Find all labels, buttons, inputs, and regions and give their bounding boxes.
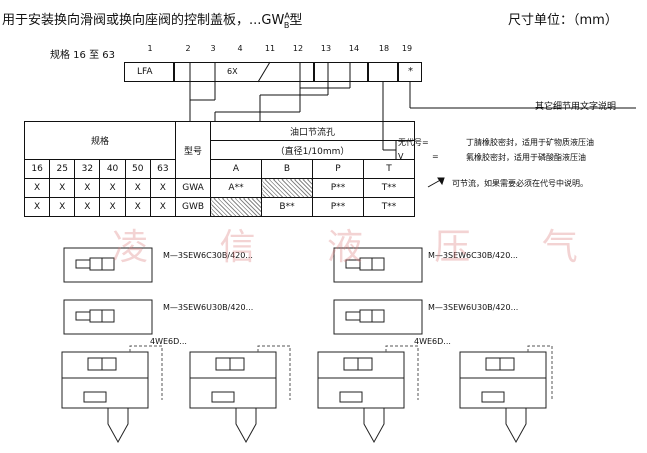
cover-block-2 [189, 351, 277, 409]
note-other-details: 其它细节用文字说明 [535, 102, 617, 112]
pos-14: 14 [348, 44, 360, 53]
label-4we6d-2: 4WE6D... [414, 337, 451, 346]
code-box-18 [368, 62, 398, 82]
port-cell-hatched [210, 197, 262, 217]
pos-13: 13 [320, 44, 332, 53]
code-box-middle [174, 62, 314, 82]
pos-1: 1 [147, 44, 153, 53]
page-title: 用于安装换向滑阀或换向座阀的控制盖板，...GWAB型 [2, 11, 303, 30]
spec-header: 规格 [24, 121, 176, 160]
cover-block-4 [459, 351, 547, 409]
label-m2: M—3SEW6U30B/420... [163, 303, 254, 312]
code-box-lfa: LFA [124, 62, 174, 82]
pos-12: 12 [292, 44, 304, 53]
pos-4: 4 [237, 44, 243, 53]
port-cell: T** [363, 197, 415, 217]
pos-18: 18 [378, 44, 390, 53]
note-seal-v-val: 氟橡胶密封，适用于磷酸酯液压油 [466, 153, 586, 162]
note-seal-none-val: 丁腈橡胶密封，适用于矿物质液压油 [466, 138, 594, 147]
pos-11: 11 [264, 44, 276, 53]
code-6x: 6X [227, 67, 238, 76]
pos-3: 3 [210, 44, 216, 53]
label-m3: M—3SEW6C30B/420... [428, 251, 518, 260]
model-header: 型号 [175, 121, 211, 179]
label-m1: M—3SEW6C30B/420... [163, 251, 253, 260]
cover-block-1 [61, 351, 149, 409]
label-m4: M—3SEW6U30B/420... [428, 303, 519, 312]
note-throttle: 可节流，如果需要必须在代号中说明。 [452, 179, 588, 188]
table-cell: X [149, 197, 177, 217]
table-row: X X X X X X GWB B** P** T** [23, 197, 415, 217]
spec-table: 规格 型号 油口节流孔 （直径1/10mm） 16 25 32 40 50 63… [23, 121, 415, 217]
code-box-right [314, 62, 368, 82]
pos-19: 19 [401, 44, 413, 53]
valve-block-3 [333, 247, 423, 283]
spec-range-label: 规格 16 至 63 [50, 50, 115, 61]
code-box-19: * [398, 62, 422, 82]
watermark: 凌 信 液 压 气 动 [112, 227, 647, 268]
cover-block-3 [317, 351, 405, 409]
unit-label: 尺寸单位：（mm） [508, 13, 618, 28]
valve-block-2 [63, 299, 153, 335]
valve-block-4 [333, 299, 423, 335]
note-seal-v-eq: = [432, 152, 439, 161]
pos-2: 2 [185, 44, 191, 53]
table-cell: X [49, 197, 76, 217]
valve-block-1 [63, 247, 153, 283]
label-4we6d-1: 4WE6D... [150, 337, 187, 346]
